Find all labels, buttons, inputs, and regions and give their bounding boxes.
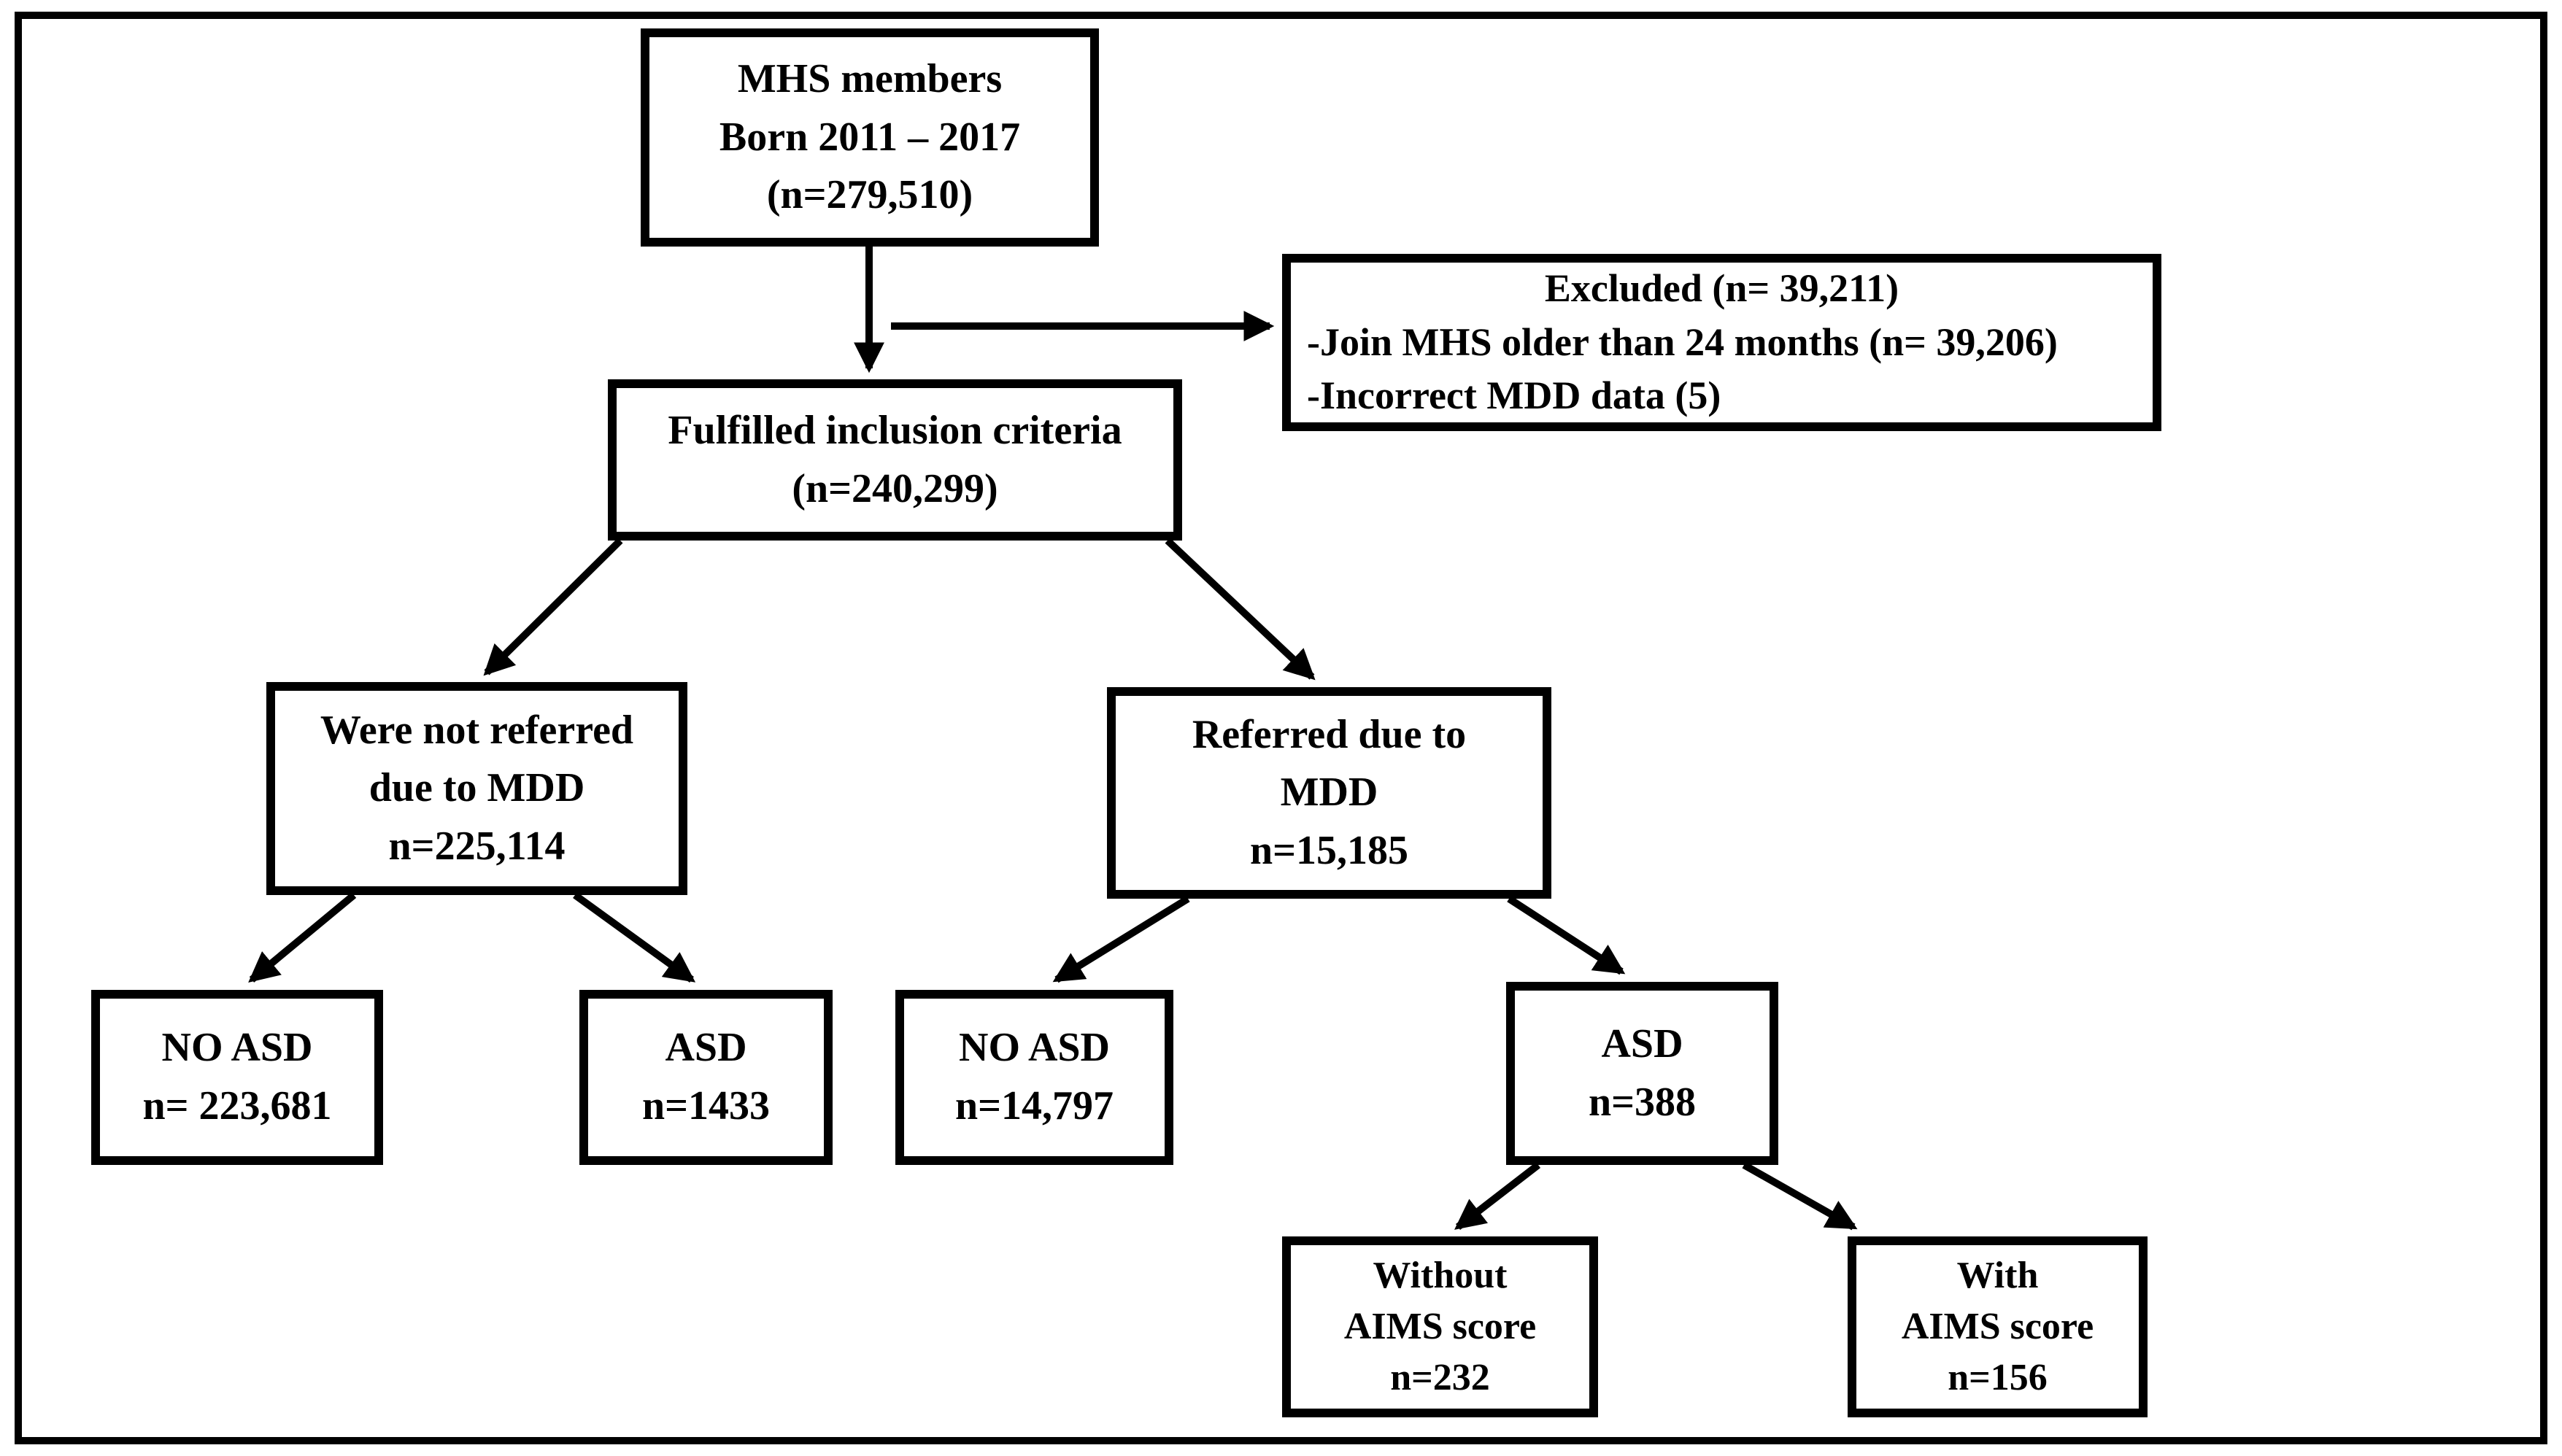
node-line: Excluded (n= 39,211) (1544, 266, 1899, 311)
node-line: due to MDD (369, 765, 585, 811)
figure-border (15, 12, 2547, 1444)
node-asd-referred: ASD n=388 (1506, 982, 1778, 1165)
node-line: n=156 (1948, 1357, 2048, 1399)
node-line: (n=240,299) (792, 465, 998, 511)
node-line: (n=279,510) (766, 172, 973, 218)
node-referred-mdd: Referred due to MDD n=15,185 (1107, 687, 1551, 899)
node-line: Born 2011 – 2017 (719, 114, 1021, 160)
node-excluded: Excluded (n= 39,211) -Join MHS older tha… (1282, 254, 2161, 431)
node-line: n=1433 (641, 1083, 771, 1128)
node-fulfilled-inclusion: Fulfilled inclusion criteria (n=240,299) (608, 379, 1182, 541)
node-line: -Incorrect MDD data (5) (1307, 373, 1721, 418)
node-line: NO ASD (161, 1025, 313, 1071)
node-with-aims-score: With AIMS score n=156 (1848, 1236, 2148, 1417)
node-line: NO ASD (959, 1025, 1110, 1071)
node-not-referred-mdd: Were not referred due to MDD n=225,114 (266, 682, 687, 895)
node-line: n=14,797 (954, 1083, 1114, 1128)
node-no-asd-referred: NO ASD n=14,797 (895, 990, 1173, 1165)
node-line: Without (1373, 1254, 1508, 1296)
node-line: n=388 (1588, 1079, 1697, 1125)
node-line: AIMS score (1343, 1305, 1537, 1347)
node-no-asd-not-referred: NO ASD n= 223,681 (91, 990, 383, 1165)
node-line: Were not referred (320, 707, 634, 753)
node-line: n=15,185 (1249, 827, 1409, 873)
node-line: With (1956, 1254, 2039, 1296)
node-line: n= 223,681 (142, 1083, 332, 1128)
node-mhs-members: MHS members Born 2011 – 2017 (n=279,510) (641, 28, 1099, 247)
node-line: Referred due to (1192, 711, 1467, 757)
node-line: Fulfilled inclusion criteria (668, 407, 1122, 453)
node-line: MDD (1280, 770, 1378, 816)
node-line: MHS members (737, 56, 1003, 102)
node-line: n=232 (1390, 1357, 1490, 1399)
node-line: n=225,114 (388, 823, 566, 869)
node-line: ASD (1601, 1021, 1683, 1066)
node-line: ASD (665, 1025, 747, 1071)
node-line: -Join MHS older than 24 months (n= 39,20… (1307, 320, 2058, 364)
node-line: AIMS score (1901, 1305, 2094, 1347)
node-asd-not-referred: ASD n=1433 (579, 990, 833, 1165)
node-without-aims-score: Without AIMS score n=232 (1282, 1236, 1598, 1417)
